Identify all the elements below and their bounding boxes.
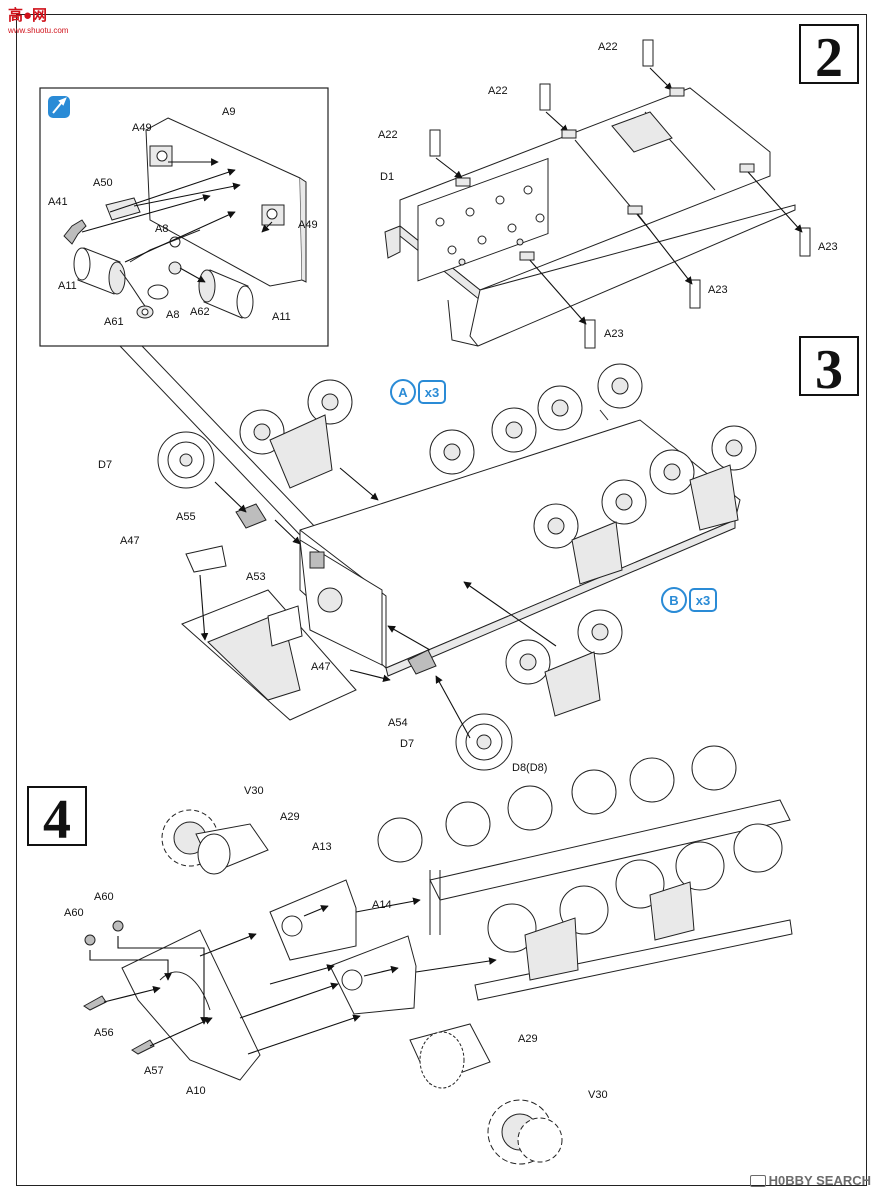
label-a49-top: A49 [132, 122, 152, 134]
label-a50: A50 [93, 177, 113, 189]
label-a29-top: A29 [280, 811, 300, 823]
detail-inset: A9 A49 A49 A50 A41 A8 A11 A11 A61 A8 A62 [39, 87, 329, 347]
label-a8-top: A8 [155, 223, 168, 235]
label-d7-bottom: D7 [400, 738, 414, 750]
step-3-number: 3 [815, 339, 843, 401]
callout-b-letter: B [669, 593, 678, 608]
label-a47-top: A47 [120, 535, 140, 547]
label-a49-right: A49 [298, 219, 318, 231]
label-a29-bottom: A29 [518, 1033, 538, 1045]
step-3-box: 3 [799, 336, 859, 401]
camera-icon [749, 1174, 766, 1187]
label-a23-1: A23 [818, 241, 838, 253]
label-a55: A55 [176, 511, 196, 523]
step-4-number: 4 [43, 789, 71, 851]
bogie-b [505, 609, 623, 717]
label-a11-left: A11 [58, 280, 77, 292]
step-4-box: 4 [27, 786, 87, 851]
label-a54: A54 [388, 717, 408, 729]
label-a47-bottom: A47 [311, 661, 331, 673]
label-a61: A61 [104, 316, 124, 328]
step-2-assembly: A22 A22 A22 D1 A23 A23 A23 [378, 39, 838, 349]
label-a10: A10 [186, 1085, 206, 1097]
callout-a: A x3 [390, 379, 446, 405]
site-logo: 高●网 www.shuotu.com [7, 6, 69, 35]
bogie-rear-2 [537, 363, 643, 431]
label-a56: A56 [94, 1027, 114, 1039]
step-4-assembly: V30 A29 A13 A14 A60 A60 A56 A57 A10 A29 … [64, 745, 793, 1165]
label-d1: D1 [380, 171, 394, 183]
label-a22-2: A22 [488, 85, 508, 97]
callout-a-letter: A [398, 385, 408, 400]
label-a22-3: A22 [378, 129, 398, 141]
logo-subtext: www.shuotu.com [7, 26, 69, 35]
cylinder-left [73, 247, 126, 295]
label-v30-bottom: V30 [588, 1089, 608, 1101]
road-wheels-near [487, 823, 783, 981]
step-2-number: 2 [815, 27, 843, 89]
label-a8-bottom: A8 [166, 309, 179, 321]
bogie-near-middle [533, 479, 647, 585]
idler-wheel-top [157, 431, 215, 489]
bogie-near-right [649, 425, 757, 531]
label-a23-2: A23 [708, 284, 728, 296]
label-a14: A14 [372, 899, 392, 911]
watermark-text: H0BBY SEARCH [768, 1173, 871, 1188]
sprocket-bottom [409, 1023, 563, 1165]
callout-b-mult: x3 [696, 593, 710, 608]
bogie-rear-1 [429, 407, 537, 475]
label-d8: D8(D8) [512, 762, 547, 774]
callout-a-mult: x3 [425, 385, 439, 400]
label-a60-1: A60 [64, 907, 84, 919]
idler-wheel-bottom [455, 713, 513, 771]
logo-text: 高●网 [8, 6, 47, 24]
label-a41: A41 [48, 196, 68, 208]
label-a53: A53 [246, 571, 266, 583]
label-a9: A9 [222, 106, 235, 118]
hobby-search-watermark: H0BBY SEARCH [749, 1173, 871, 1188]
label-a62: A62 [190, 306, 210, 318]
label-a22-1: A22 [598, 41, 618, 53]
label-a11-right: A11 [272, 311, 291, 323]
label-d7-top: D7 [98, 459, 112, 471]
label-a60-2: A60 [94, 891, 114, 903]
label-a13: A13 [312, 841, 332, 853]
label-v30-top: V30 [244, 785, 264, 797]
sprocket-top [161, 809, 269, 875]
label-a23-3: A23 [604, 328, 624, 340]
step-3-assembly: A x3 B x3 D7 A55 A47 A53 A47 A54 D7 D8(D… [98, 363, 757, 774]
step-2-box: 2 [799, 24, 859, 89]
cylinder-right [198, 269, 254, 319]
page-frame [16, 14, 867, 1186]
callout-b: B x3 [661, 587, 717, 613]
bogie-a-top [239, 379, 353, 489]
hull-deck-bolts [435, 185, 545, 266]
label-a57: A57 [144, 1065, 164, 1077]
road-wheels-far [377, 745, 737, 863]
